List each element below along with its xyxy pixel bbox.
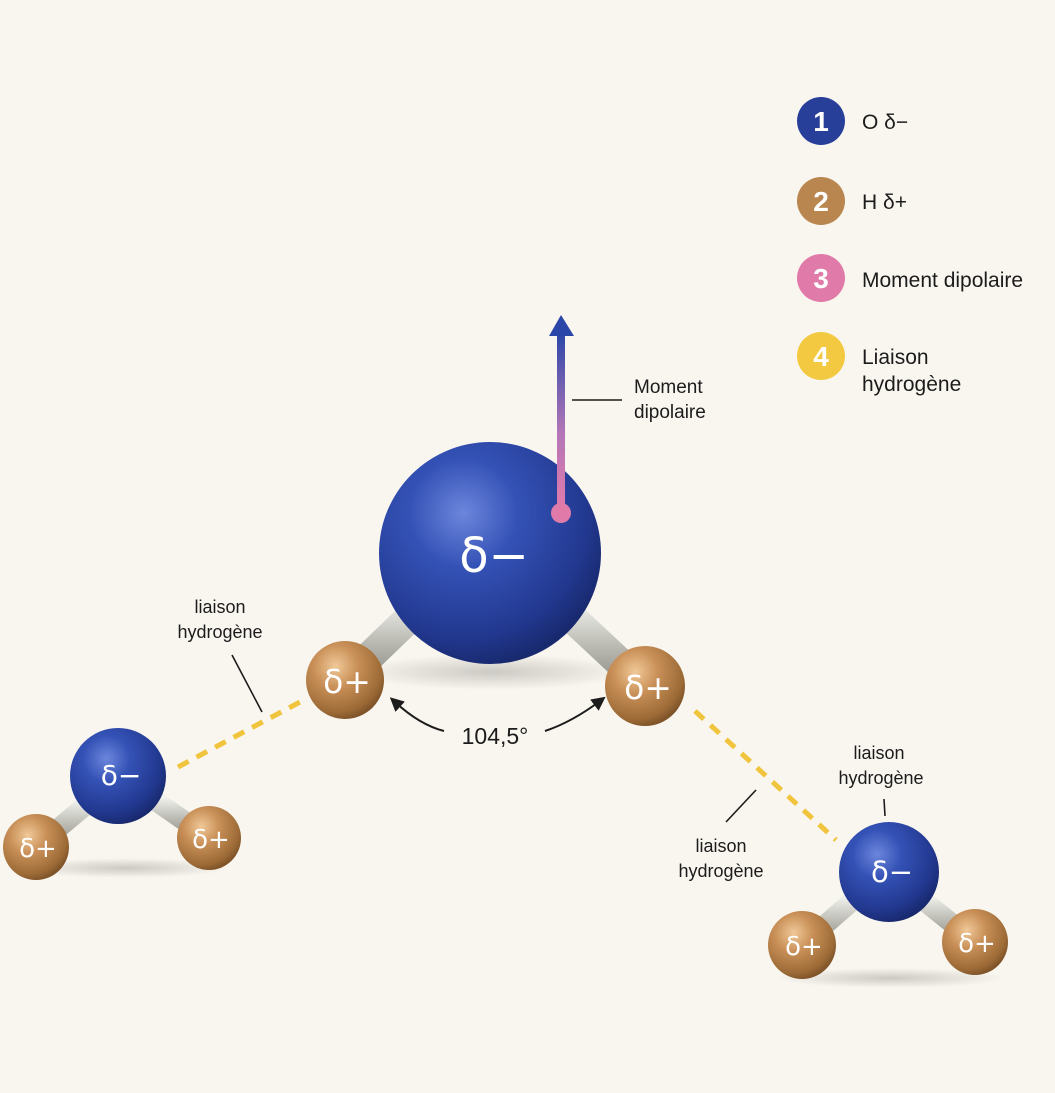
- angle-arc-left: [389, 697, 445, 732]
- shadow: [352, 654, 632, 690]
- hydrogen-atom-right-2: [942, 909, 1008, 975]
- legend-badge-hbond: [797, 332, 845, 380]
- legend-number: 3: [813, 263, 829, 294]
- shadow: [20, 858, 230, 878]
- hbond-label-right-upper-line2: hydrogène: [838, 768, 923, 788]
- hydrogen-bonds: [176, 699, 838, 842]
- leader-lines: [231, 399, 886, 823]
- central-water-molecule: δ− δ+ δ+: [306, 442, 685, 726]
- dipole-arrowhead: [549, 315, 574, 336]
- dipole-label-line1: Moment: [634, 377, 703, 398]
- hydrogen-charge-left: δ+: [323, 662, 371, 701]
- dipole-shaft: [557, 334, 565, 512]
- right-water-molecule: δ− δ+ δ+: [768, 822, 1008, 988]
- oxygen-atom-central: [379, 442, 601, 664]
- hydrogen-charge-right-1: δ+: [785, 932, 823, 962]
- bond-angle: 104,5°: [389, 696, 606, 749]
- legend-label-hydrogen: H δ+: [862, 191, 907, 214]
- legend-item-hbond: 4 Liaison hydrogène: [797, 332, 961, 396]
- legend-label-hbond-line1: Liaison: [862, 346, 929, 369]
- legend-badge-hydrogen: [797, 177, 845, 225]
- legend-badge-oxygen: [797, 97, 845, 145]
- leader-hbond-left: [231, 654, 263, 713]
- legend-item-oxygen: 1 O δ−: [797, 97, 908, 145]
- angle-arc-right: [544, 696, 606, 732]
- shadow: [775, 968, 1005, 988]
- legend-label-hbond-line2: hydrogène: [862, 373, 961, 396]
- hbond-label-left-line2: hydrogène: [177, 622, 262, 642]
- oxygen-charge-left: δ−: [101, 759, 142, 792]
- hydrogen-charge-right: δ+: [624, 668, 672, 707]
- legend: 1 O δ− 2 H δ+ 3 Moment dipolaire 4 Liais…: [797, 97, 1023, 396]
- oxygen-charge-central: δ−: [459, 528, 529, 584]
- legend-number: 4: [813, 341, 829, 372]
- hydrogen-charge-left-1: δ+: [19, 834, 57, 864]
- hydrogen-charge-left-2: δ+: [192, 825, 230, 855]
- angle-value: 104,5°: [462, 723, 529, 749]
- hbond-left: [176, 699, 302, 770]
- leader-hbond-right-upper: [883, 798, 886, 817]
- hydrogen-atom-right-1: [768, 911, 836, 979]
- legend-label-dipole: Moment dipolaire: [862, 269, 1023, 292]
- legend-item-hydrogen: 2 H δ+: [797, 177, 907, 225]
- legend-number: 1: [813, 106, 829, 137]
- hbond-label-left-line1: liaison: [194, 597, 245, 617]
- leader-hbond-right-lower: [725, 789, 757, 823]
- legend-item-dipole: 3 Moment dipolaire: [797, 254, 1023, 302]
- hbond-label-right-lower-line1: liaison: [695, 836, 746, 856]
- hydrogen-atom-left: [306, 641, 384, 719]
- oxygen-atom-right: [839, 822, 939, 922]
- hydrogen-atom-left-2: [177, 806, 241, 870]
- dipole-moment-arrow: [549, 315, 574, 523]
- hydrogen-atom-left-1: [3, 814, 69, 880]
- hbond-label-right-lower-line2: hydrogène: [678, 861, 763, 881]
- legend-badge-dipole: [797, 254, 845, 302]
- hbond-label-right-upper-line1: liaison: [853, 743, 904, 763]
- dipole-origin: [551, 503, 571, 523]
- oxygen-charge-right: δ−: [871, 855, 913, 889]
- legend-number: 2: [813, 186, 829, 217]
- left-water-molecule: δ− δ+ δ+: [3, 728, 241, 880]
- hydrogen-charge-right-2: δ+: [958, 929, 996, 959]
- hydrogen-atom-right: [605, 646, 685, 726]
- oxygen-atom-left: [70, 728, 166, 824]
- legend-label-oxygen: O δ−: [862, 111, 908, 134]
- hbond-right: [693, 709, 838, 842]
- dipole-label-line2: dipolaire: [634, 402, 706, 423]
